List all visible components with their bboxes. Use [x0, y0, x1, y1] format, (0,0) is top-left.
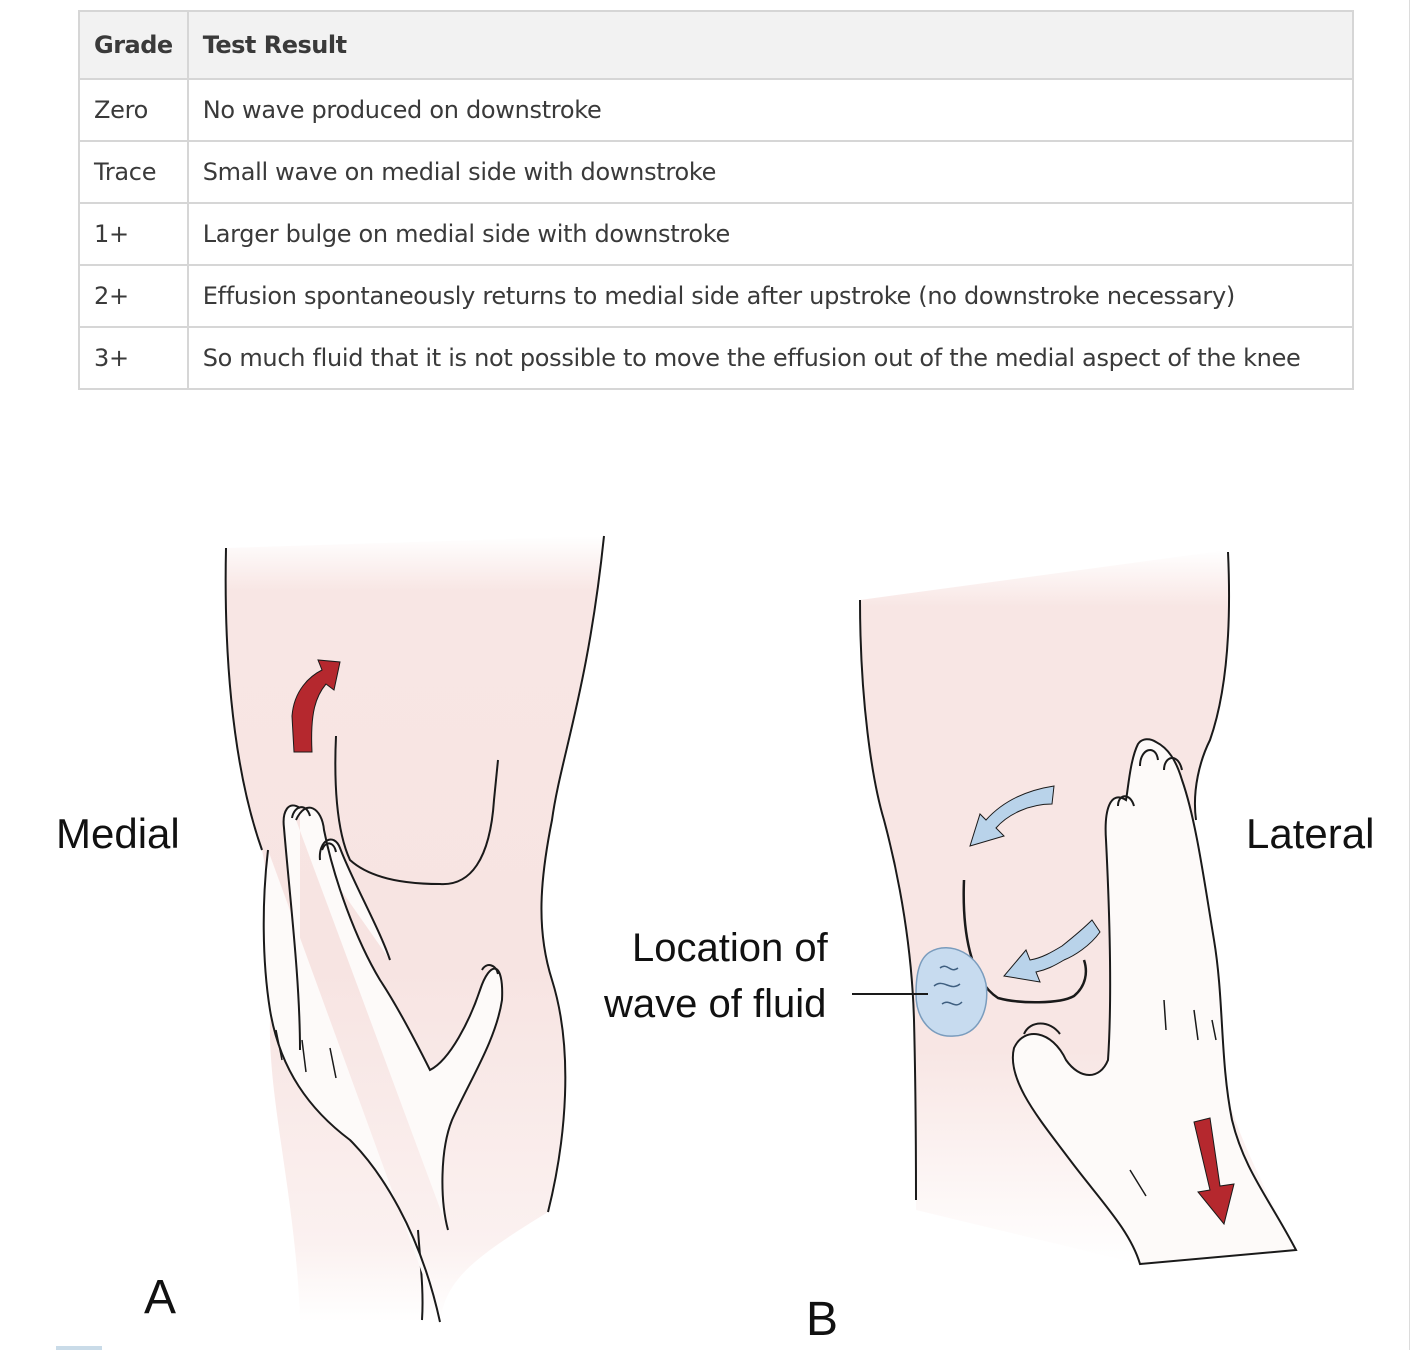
panel-a-leg-outline-right: [540, 535, 605, 1213]
grade-cell: 2+: [78, 264, 189, 328]
table-row: 2+ Effusion spontaneously returns to med…: [78, 264, 1355, 328]
column-header-test-result: Test Result: [186, 10, 1355, 80]
panel-a-hand: [262, 804, 504, 1323]
panel-a-fingernails: [291, 806, 499, 975]
result-cell: So much fluid that it is not possible to…: [186, 326, 1355, 390]
column-header-grade: Grade: [78, 10, 189, 80]
grade-cell: 1+: [78, 202, 189, 266]
table-row: 3+ So much fluid that it is not possible…: [78, 326, 1355, 390]
panel-b-kneecap-line: [962, 879, 1088, 1004]
panel-b-fluid-arrow-upper: [969, 785, 1055, 847]
grade-cell: Trace: [78, 140, 189, 204]
panel-b-fluid-wave: [915, 947, 988, 1037]
label-lateral: Lateral: [1246, 810, 1375, 857]
panel-a-knuckle-lines: [275, 1029, 337, 1079]
panel-b-hand: [1011, 738, 1298, 1266]
result-cell: Larger bulge on medial side with downstr…: [186, 202, 1355, 266]
table-header-row: Grade Test Result: [78, 10, 1355, 80]
panel-b-leg-outline-left: [859, 599, 917, 1201]
result-cell: No wave produced on downstroke: [186, 78, 1355, 142]
panel-label-b: B: [806, 1293, 839, 1346]
panel-b-downstroke-arrow: [1193, 1117, 1235, 1226]
panel-label-a: A: [144, 1271, 177, 1324]
label-wave-of-fluid: wave of fluid: [604, 982, 827, 1026]
panel-a-kneecap-line: [334, 735, 499, 886]
panel-b-leg-outline-right: [1193, 551, 1230, 821]
page-corner-mark: [56, 1346, 102, 1350]
panel-b-fingernails: [1023, 749, 1183, 1035]
page-right-border: [1409, 0, 1410, 1350]
table-row: 1+ Larger bulge on medial side with down…: [78, 202, 1355, 266]
panel-a-upstroke-arrow: [291, 659, 341, 753]
grade-cell: Zero: [78, 78, 189, 142]
result-cell: Effusion spontaneously returns to medial…: [186, 264, 1355, 328]
effusion-grade-table: Grade Test Result Zero No wave produced …: [78, 10, 1355, 390]
label-medial: Medial: [56, 810, 180, 857]
grade-cell: 3+: [78, 326, 189, 390]
table-row: Trace Small wave on medial side with dow…: [78, 140, 1355, 204]
panel-b-knee: [852, 550, 1298, 1266]
panel-b-fluid-arrow-lower: [1003, 919, 1101, 983]
result-cell: Small wave on medial side with downstrok…: [186, 140, 1355, 204]
panel-b-fluid-ripples: [933, 965, 963, 1006]
table-row: Zero No wave produced on downstroke: [78, 78, 1355, 142]
panel-a-leg-fill: [225, 536, 604, 1322]
panel-a-leg-outline-left: [224, 547, 263, 851]
label-location-of: Location of: [632, 926, 828, 970]
panel-a-knee: [224, 535, 605, 1323]
panel-a-leg-line: [417, 1229, 424, 1321]
panel-b-knuckle-lines: [1129, 999, 1217, 1197]
